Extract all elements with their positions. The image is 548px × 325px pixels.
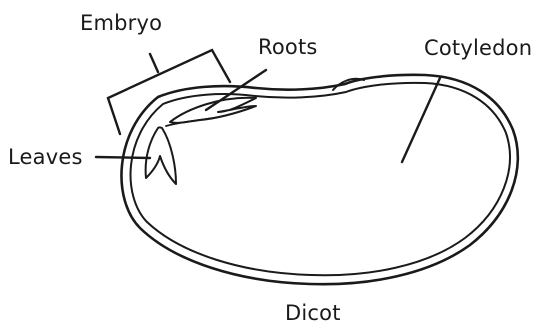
label-embryo: Embryo (80, 11, 162, 35)
label-cotyledon: Cotyledon (424, 36, 532, 60)
embryo-roots (170, 98, 256, 123)
embryo-leaves (146, 127, 176, 184)
label-caption-dicot: Dicot (285, 301, 341, 325)
cotyledon-leader-line (402, 78, 440, 162)
label-leaves: Leaves (8, 145, 83, 169)
leaves-leader-line (96, 157, 150, 158)
roots-leader-line (206, 70, 266, 110)
embryo-bracket-tick (150, 54, 158, 72)
seed-coat-outer (121, 75, 517, 284)
label-roots: Roots (258, 35, 318, 59)
